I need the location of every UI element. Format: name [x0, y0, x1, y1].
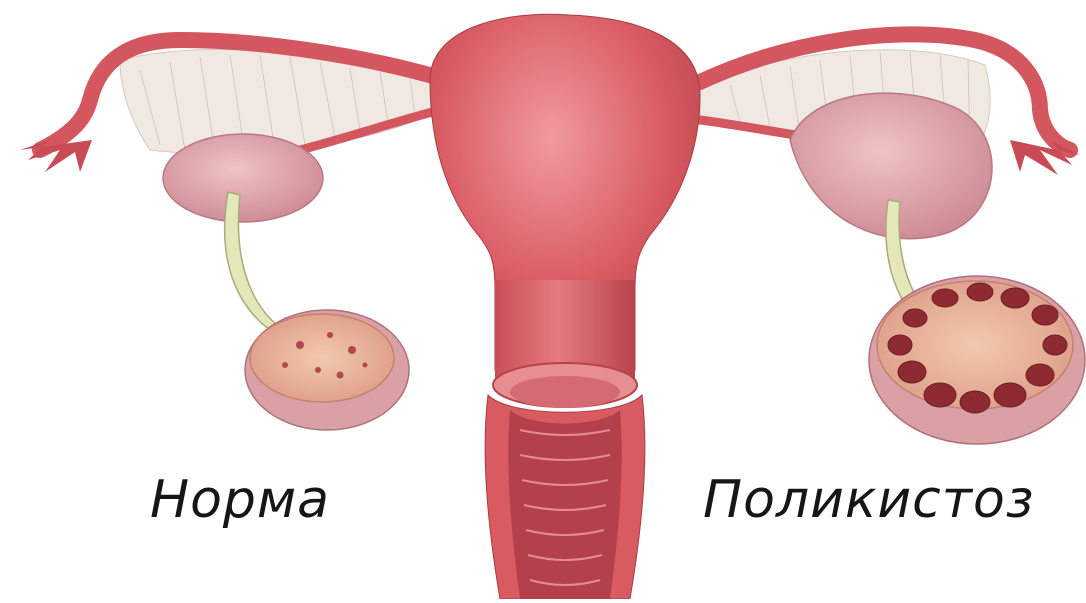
label-polycystic: Поликистоз — [703, 470, 1035, 530]
cervical-os — [510, 376, 620, 408]
normal-ovary-section-cut — [250, 314, 394, 402]
label-normal: Норма — [150, 470, 330, 530]
normal-ovary — [163, 134, 323, 222]
